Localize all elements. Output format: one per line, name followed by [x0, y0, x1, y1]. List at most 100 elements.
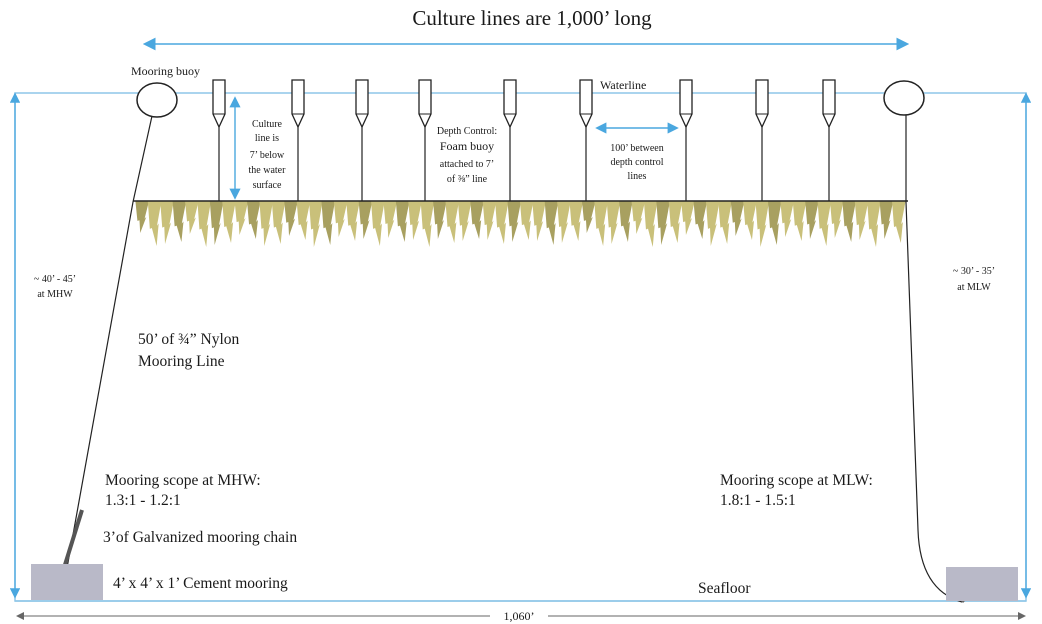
kelp-blade: [842, 201, 857, 242]
kelp-blade: [594, 201, 608, 246]
depth-control-buoys: [212, 79, 836, 201]
kelp-blade: [433, 201, 447, 239]
kelp-blade: [309, 201, 323, 247]
kelp-blade: [184, 201, 199, 234]
kelp-blade: [172, 201, 187, 242]
nylon-line-label: 50’ of ¾” Nylon Mooring Line: [138, 331, 240, 370]
kelp-blade: [147, 201, 162, 246]
kelp-blade: [755, 201, 770, 247]
right-cement-block: [946, 567, 1018, 601]
spacing-line-3: lines: [628, 171, 647, 182]
kelp-blade: [767, 201, 782, 245]
right-mooring-buoy: [883, 80, 925, 116]
kelp-blade: [867, 201, 881, 247]
depth-control-buoy: [503, 79, 517, 201]
kelp-blade: [817, 201, 832, 246]
mooring-buoy-label: Mooring buoy: [131, 64, 200, 78]
kelp-blade: [346, 201, 360, 241]
scope-mlw-line-1: Mooring scope at MLW:: [720, 472, 873, 489]
culture-depth-line-3: 7’ below: [250, 150, 285, 161]
kelp-blade: [209, 201, 224, 245]
scope-mlw-label: Mooring scope at MLW: 1.8:1 - 1.5:1: [720, 472, 873, 509]
left-mooring-line: [66, 115, 153, 569]
depth-control-buoy: [579, 79, 593, 201]
kelp-blade: [408, 201, 422, 240]
left-cement-block: [31, 564, 103, 600]
depth-control-buoy: [679, 79, 693, 201]
culture-depth-line-4: the water: [249, 165, 287, 176]
scope-mlw-line-2: 1.8:1 - 1.5:1: [720, 492, 796, 509]
right-depth-label: ~ 30’ - 35’ at MLW: [953, 266, 995, 293]
depth-control-buoy: [755, 79, 769, 201]
kelp-blade: [507, 201, 522, 242]
kelp-blade: [619, 201, 633, 242]
kelp-blade: [395, 201, 410, 242]
culture-depth-line-2: line is: [255, 133, 279, 144]
chain-label: 3’of Galvanized mooring chain: [103, 529, 297, 546]
kelp-blade: [829, 201, 844, 238]
kelp-blade: [631, 201, 646, 234]
kelp-blade: [197, 201, 212, 247]
kelp-blade: [259, 201, 274, 246]
left-depth-line-1: ~ 40’ - 45’: [34, 274, 76, 285]
kelp-blades: [135, 201, 906, 247]
depth-control-line-1: Depth Control:: [437, 126, 497, 137]
depth-control-buoy: [212, 79, 226, 201]
left-mooring-chain: [62, 509, 84, 569]
kelp-blade: [705, 201, 720, 246]
kelp-blade: [532, 201, 546, 241]
scope-mhw-line-2: 1.3:1 - 1.2:1: [105, 492, 181, 509]
kelp-blade: [135, 201, 150, 233]
kelp-blade: [569, 201, 584, 241]
right-depth-line-2: at MLW: [957, 282, 991, 293]
kelp-blade: [519, 201, 534, 240]
kelp-blade: [296, 201, 311, 240]
culture-depth-line-1: Culture: [252, 119, 283, 130]
kelp-blade: [805, 201, 819, 239]
kelp-blade: [247, 201, 261, 239]
kelp-blade: [668, 201, 683, 243]
kelp-blade: [730, 201, 745, 236]
depth-control-buoy: [418, 79, 432, 201]
culture-depth-line-5: surface: [253, 180, 282, 191]
kelp-blade: [420, 201, 435, 247]
nylon-line-2: Mooring Line: [138, 353, 225, 370]
diagram-title: Culture lines are 1,000’ long: [412, 6, 652, 30]
spacing-line-2: depth control: [610, 157, 663, 168]
kelp-blade: [879, 201, 894, 239]
kelp-blade: [743, 201, 757, 240]
spacing-label: 100’ between depth control lines: [610, 143, 663, 182]
kelp-blade: [222, 201, 236, 243]
kelp-blade: [792, 201, 807, 241]
cement-label: 4’ x 4’ x 1’ Cement mooring: [113, 575, 288, 592]
kelp-blade: [581, 201, 596, 233]
kelp-blade: [271, 201, 286, 244]
kelp-blade: [544, 201, 559, 245]
bottom-dimension-label: 1,060’: [504, 609, 535, 623]
kelp-blade: [160, 201, 174, 244]
waterline-label: Waterline: [600, 78, 646, 92]
kelp-blade: [482, 201, 497, 240]
left-depth-label: ~ 40’ - 45’ at MHW: [34, 274, 76, 300]
culture-depth-label: Culture line is 7’ below the water surfa…: [249, 119, 287, 191]
kelp-blade: [780, 201, 794, 237]
depth-control-buoy: [822, 79, 836, 201]
kelp-blade: [333, 201, 348, 237]
kelp-blade: [681, 201, 695, 235]
scope-mhw-label: Mooring scope at MHW: 1.3:1 - 1.2:1: [105, 472, 261, 509]
depth-control-line-3: attached to 7’: [440, 159, 494, 170]
kelp-blade: [383, 201, 398, 238]
left-mooring-buoy: [136, 82, 178, 118]
scope-mhw-line-1: Mooring scope at MHW:: [105, 472, 261, 489]
kelp-blade: [284, 201, 298, 236]
depth-control-buoy: [355, 79, 369, 201]
right-depth-line-1: ~ 30’ - 35’: [953, 266, 995, 277]
kelp-blade: [470, 201, 484, 239]
kelp-blade: [358, 201, 373, 239]
depth-control-line-4: of ⅜” line: [447, 174, 488, 185]
depth-control-buoy: [291, 79, 305, 201]
kelp-blade: [557, 201, 571, 243]
kelp-blade: [445, 201, 460, 243]
kelp-blade: [321, 201, 336, 245]
